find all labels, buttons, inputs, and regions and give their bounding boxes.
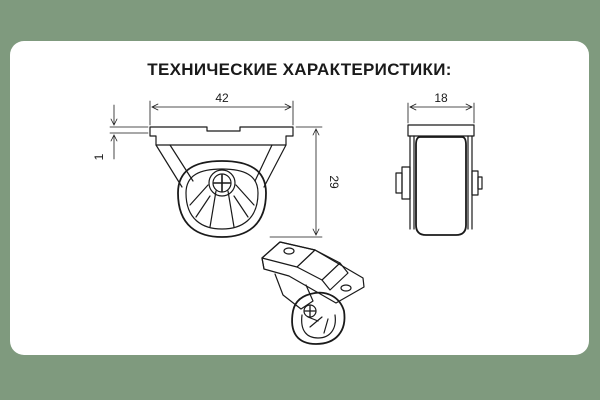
page-title: ТЕХНИЧЕСКИЕ ХАРАКТЕРИСТИКИ: <box>147 60 452 79</box>
technical-drawing: 42 29 1 18 <box>92 91 483 345</box>
dimension-height-front: 29 <box>327 175 341 189</box>
dimension-offset-front: 1 <box>92 153 106 160</box>
isometric-view <box>261 241 365 345</box>
front-dimensions <box>109 100 323 238</box>
dimension-width-side: 18 <box>434 91 448 105</box>
dimension-width-front: 42 <box>215 91 229 105</box>
side-view <box>395 124 483 236</box>
front-view <box>149 126 294 238</box>
spec-card: ТЕХНИЧЕСКИЕ ХАРАКТЕРИСТИКИ: <box>10 41 589 355</box>
side-dimensions <box>407 102 475 124</box>
